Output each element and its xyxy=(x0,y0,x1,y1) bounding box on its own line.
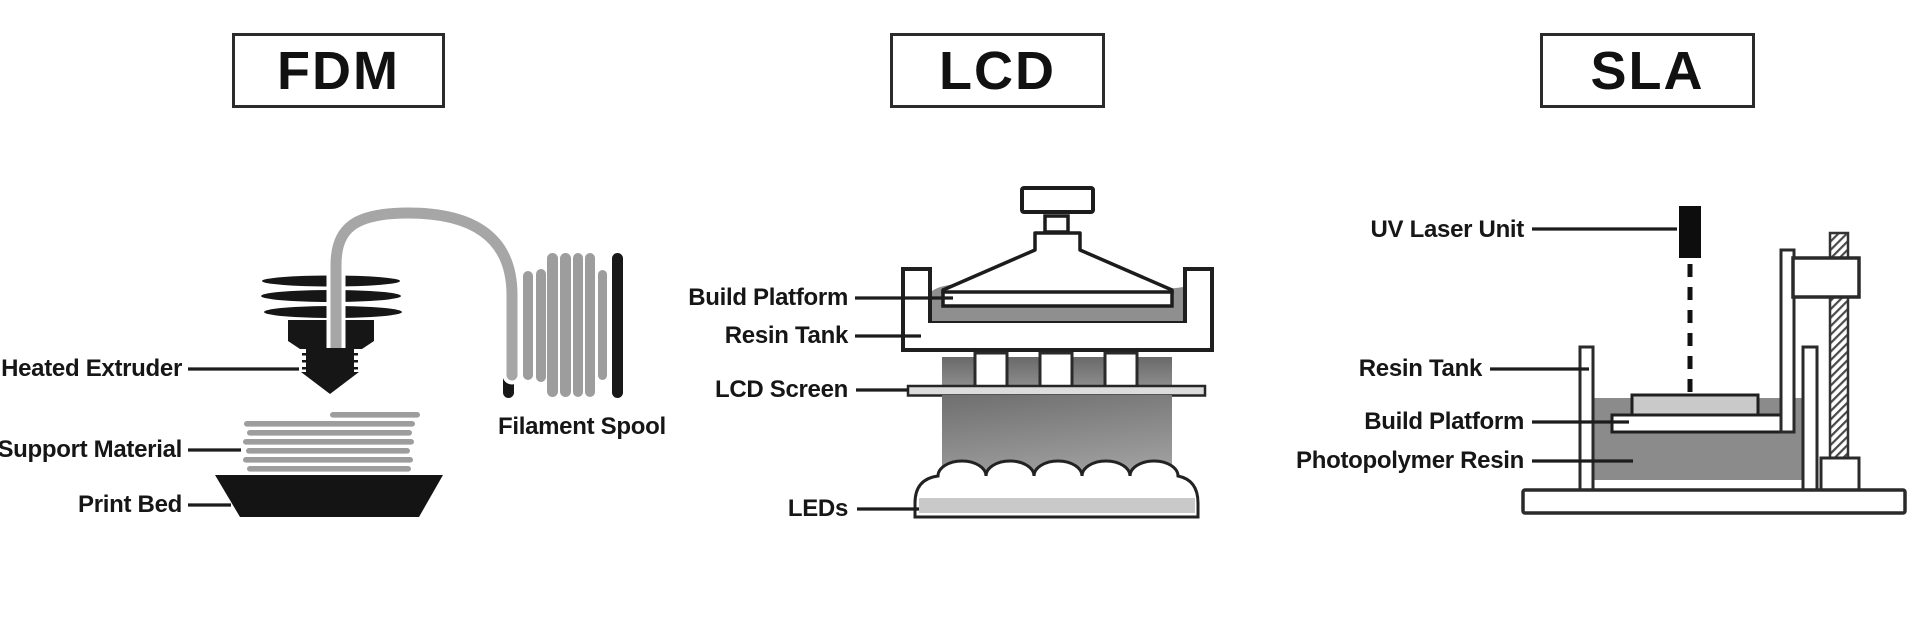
fdm-title-box: FDM xyxy=(232,33,445,108)
fdm-filament-tube xyxy=(326,203,522,385)
lcd-build-platform-plate xyxy=(941,290,1174,308)
fdm-nozzle xyxy=(301,348,359,394)
fdm-heated-extruder-label: Heated Extruder xyxy=(1,355,182,382)
fdm-support-material-stack xyxy=(243,412,420,472)
sla-resin-tank-label: Resin Tank xyxy=(1358,355,1483,382)
lcd-title-box: LCD xyxy=(890,33,1105,108)
lcd-screen-label: LCD Screen xyxy=(714,376,848,403)
sla-base-plate xyxy=(1521,488,1907,515)
lcd-lift-funnel xyxy=(941,231,1174,295)
lcd-housing-posts xyxy=(973,351,1139,390)
lcd-screen-bar xyxy=(906,384,1207,397)
leader-lines xyxy=(188,227,1677,511)
sla-top-bracket xyxy=(1791,256,1861,299)
lcd-z-axis-knob xyxy=(1020,186,1095,234)
sla-build-platform-plate xyxy=(1630,393,1760,417)
sla-machine xyxy=(1521,206,1907,515)
lcd-title: LCD xyxy=(939,40,1056,101)
sla-uv-laser-unit xyxy=(1679,206,1701,258)
sla-title-box: SLA xyxy=(1540,33,1755,108)
sla-title: SLA xyxy=(1590,40,1705,101)
fdm-print-bed xyxy=(215,475,443,517)
fdm-filament-spool xyxy=(503,253,623,398)
lcd-resin-tank-label: Resin Tank xyxy=(724,322,849,349)
sla-photopolymer-resin-label: Photopolymer Resin xyxy=(1296,447,1524,474)
fdm-support-material-label: Support Material xyxy=(0,436,182,463)
sla-build-platform-label: Build Platform xyxy=(1364,408,1524,435)
fdm-filament-spool-label: Filament Spool xyxy=(498,413,666,440)
sla-screw-carriage xyxy=(1819,456,1861,493)
fdm-print-bed-label: Print Bed xyxy=(78,491,182,518)
fdm-machine xyxy=(215,203,623,517)
sla-z-column xyxy=(1779,248,1796,434)
lcd-machine xyxy=(901,186,1214,519)
fdm-title: FDM xyxy=(277,40,400,101)
sla-uv-laser-unit-label: UV Laser Unit xyxy=(1370,216,1525,243)
lcd-led-strip xyxy=(919,498,1195,513)
lcd-build-platform-label: Build Platform xyxy=(688,284,848,311)
lcd-leds-label: LEDs xyxy=(787,495,848,522)
sla-tank-wall-right xyxy=(1801,345,1819,492)
lcd-resin-tank xyxy=(901,267,1214,352)
sla-platform-arm xyxy=(1610,413,1792,434)
